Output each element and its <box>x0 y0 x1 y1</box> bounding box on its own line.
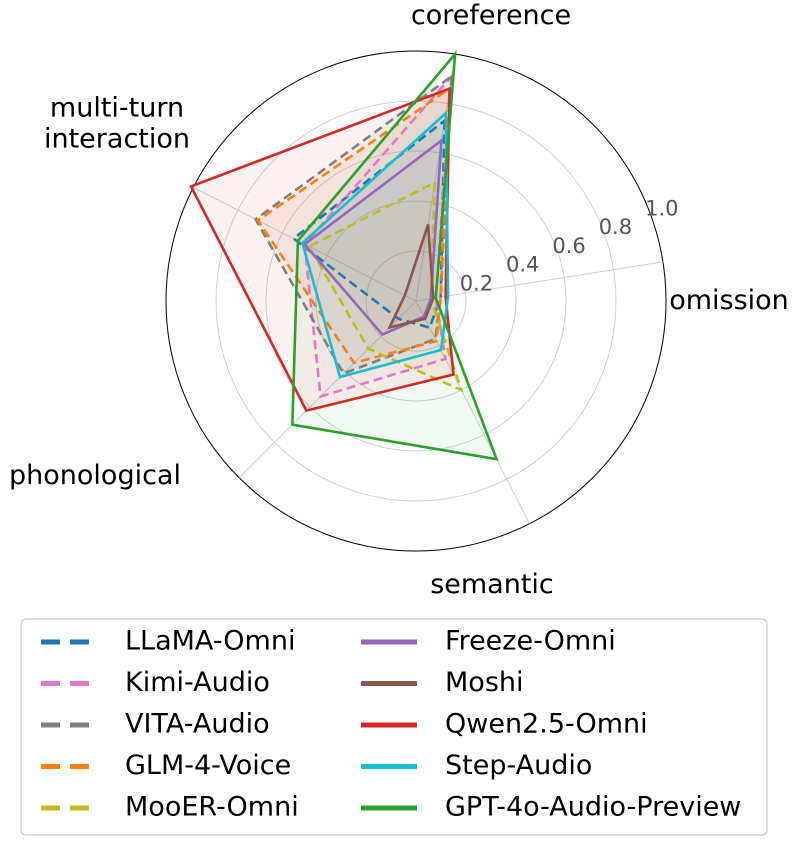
radial-tick-label: 0.6 <box>552 234 585 258</box>
legend-label-qwen2-5-omni: Qwen2.5-Omni <box>445 709 648 740</box>
radial-tick-labels: 0.2 0.4 0.6 0.8 1.0 <box>460 196 679 295</box>
legend-label-glm-4-voice: GLM-4-Voice <box>125 750 291 781</box>
series-line-step-audio <box>300 110 450 379</box>
axis-label-coreference: coreference <box>411 0 571 31</box>
legend: LLaMA-OmniKimi-AudioVITA-AudioGLM-4-Voic… <box>20 618 768 836</box>
radial-tick-label: 0.8 <box>599 215 632 239</box>
series-line-mooer-omni <box>307 180 464 393</box>
radar-spoke <box>415 300 530 524</box>
radar-spoke <box>238 300 417 479</box>
radial-tick-label: 0.4 <box>506 253 539 277</box>
series-fill-qwen2-5-omni <box>191 88 454 411</box>
series-line-llama-omni <box>291 117 446 330</box>
series-line-qwen2-5-omni <box>189 86 455 413</box>
axis-label-phonological: phonological <box>9 460 181 491</box>
series-line-glm-4-voice <box>256 86 452 365</box>
series-line-moshi <box>387 224 435 330</box>
radial-tick-label: 1.0 <box>645 196 678 220</box>
legend-label-kimi-audio: Kimi-Audio <box>125 667 270 698</box>
radar-outer-circle <box>165 50 667 552</box>
legend-label-moshi: Moshi <box>445 667 524 698</box>
legend-label-mooer-omni: MooER-Omni <box>125 792 299 823</box>
legend-label-step-audio: Step-Audio <box>445 750 592 781</box>
radar-grid-circle <box>315 200 517 402</box>
radar-grid-circle <box>365 250 467 352</box>
axis-label-omission: omission <box>669 285 789 316</box>
series-fill-glm-4-voice <box>257 88 450 363</box>
series-fill-llama-omni <box>293 120 445 328</box>
radar-grid-circle <box>265 150 567 452</box>
axis-labels: coreference omission semantic phonological m… <box>9 0 789 600</box>
radar-spoke <box>415 261 664 302</box>
legend-label-vita-audio: VITA-Audio <box>125 709 270 740</box>
legend-label-freeze-omni: Freeze-Omni <box>445 626 616 657</box>
legend-label-llama-omni: LLaMA-Omni <box>125 626 295 657</box>
legend-label-gpt-4o-audio-preview: GPT-4o-Audio-Preview <box>445 792 741 823</box>
series-fill-kimi-audio <box>304 76 452 397</box>
series-line-gpt-4o-audio-preview <box>290 50 499 461</box>
axis-label-semantic: semantic <box>430 569 554 600</box>
radial-tick-label: 0.2 <box>460 271 493 295</box>
series-fill-mooer-omni <box>309 182 462 391</box>
series-lines <box>189 50 499 461</box>
series-fill-step-audio <box>302 113 449 378</box>
